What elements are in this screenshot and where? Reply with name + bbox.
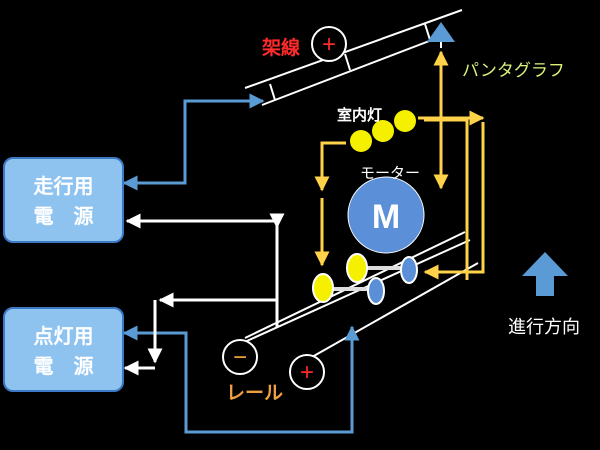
- lighting-yellow-wire: [314, 50, 485, 280]
- rail-plus-circle: [289, 354, 325, 390]
- pantograph-label: パンタグラフ: [462, 61, 565, 81]
- front-headlight: [312, 273, 334, 303]
- catenary-plus-circle: [311, 26, 347, 62]
- lighting-power-box: 点灯用 電 源: [3, 307, 124, 392]
- catenary-label: 架線: [262, 37, 301, 59]
- motor-label: モーター: [360, 164, 421, 182]
- room-lights: [350, 110, 416, 152]
- rail-minus-circle: [222, 339, 258, 375]
- catenary-plus-sign: +: [322, 31, 336, 58]
- rail-label: レール: [226, 382, 284, 404]
- lighting-blue-wire: [122, 325, 360, 434]
- traction-power-line1: 走行用: [33, 174, 94, 198]
- traction-power-line2: 電 源: [33, 204, 94, 228]
- wheelsets: [312, 253, 418, 305]
- lighting-power-line2: 電 源: [33, 354, 94, 378]
- rear-headlight: [346, 253, 368, 283]
- direction-label: 進行方向: [508, 317, 580, 338]
- traction-power-box: 走行用 電 源: [3, 157, 124, 243]
- wheel: [367, 277, 385, 305]
- motor-letter: M: [372, 198, 400, 236]
- room-light-label: 室内灯: [337, 106, 383, 124]
- lamp-yellow-wire: [424, 118, 469, 280]
- traction-blue-wire: [122, 93, 265, 191]
- return-white-wire: [123, 213, 285, 376]
- wheel: [400, 256, 418, 284]
- rail-plus-sign: +: [300, 359, 314, 386]
- rail-minus-sign: −: [233, 344, 247, 371]
- catenary-wire: [244, 9, 463, 106]
- motor: M: [347, 176, 425, 254]
- direction-arrow-icon: [522, 252, 568, 296]
- rails: [237, 231, 479, 358]
- lighting-power-line1: 点灯用: [33, 324, 94, 348]
